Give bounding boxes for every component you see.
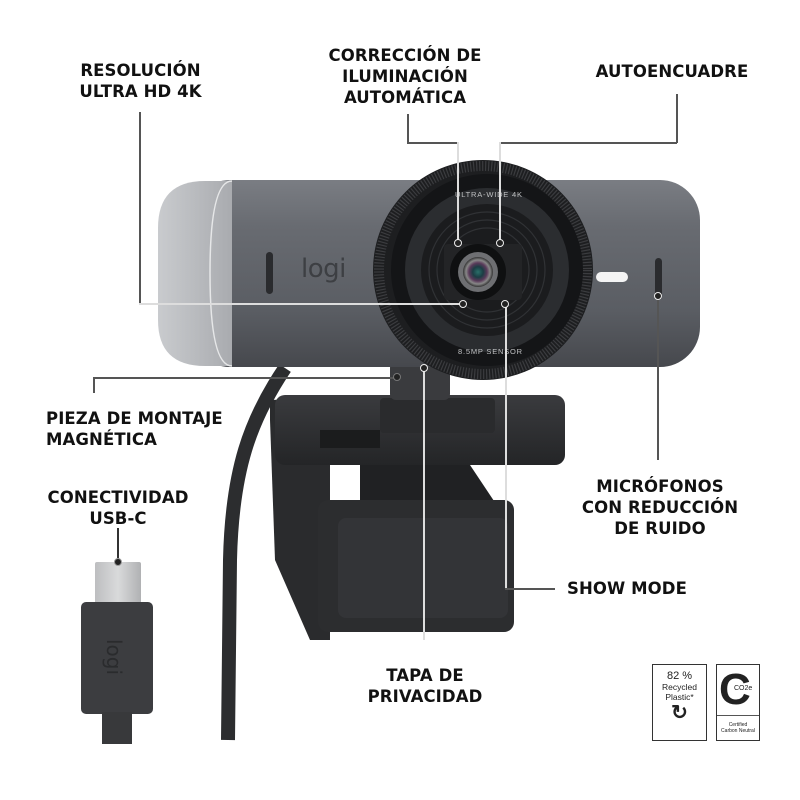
label-mount: PIEZA DE MONTAJE MAGNÉTICA	[46, 409, 223, 449]
callout-line-mount-h	[93, 377, 397, 379]
callout-dot-autoframe	[496, 239, 504, 247]
callout-line-lighting-v	[457, 142, 459, 242]
label-showmode: SHOW MODE	[567, 579, 687, 598]
lens-top-text: ULTRA-WIDE 4K	[455, 190, 523, 199]
callout-line-usb	[117, 528, 119, 562]
recycled-plastic-badge: 82 % Recycled Plastic* ↻	[652, 664, 707, 741]
callout-line-lighting	[407, 114, 409, 143]
callout-line-mics	[657, 297, 659, 460]
callout-dot-mics	[654, 292, 662, 300]
label-usb: CONECTIVIDAD USB-C	[47, 488, 189, 528]
recycle-icon: ↻	[671, 702, 688, 724]
usb-logo: logi	[102, 638, 127, 676]
callout-line-showmode-h	[505, 588, 555, 590]
callout-dot-resolution	[459, 300, 467, 308]
callout-line-autoframe-v	[499, 142, 501, 242]
callout-line-resolution	[139, 112, 141, 303]
callout-dot-showmode	[501, 300, 509, 308]
callout-dot-mount	[393, 373, 401, 381]
recycled-percent: 82 %	[666, 670, 693, 682]
callout-dot-lighting	[454, 239, 462, 247]
callout-line-privacy	[423, 368, 425, 640]
label-resolution: RESOLUCIÓN ULTRA HD 4K	[79, 61, 202, 101]
label-privacy: TAPA DE PRIVACIDAD	[367, 666, 483, 706]
callout-dot-usb	[114, 558, 122, 566]
callout-line-showmode	[505, 305, 507, 589]
co2-icon: C	[719, 665, 751, 714]
label-autoframe: AUTOENCUADRE	[595, 62, 749, 81]
carbon-neutral-badge: C CO2e Certified Carbon Neutral	[716, 664, 760, 741]
label-mics: MICRÓFONOS CON REDUCCIÓN DE RUIDO	[581, 477, 739, 538]
callout-line-mount	[93, 377, 95, 393]
callout-line-autoframe	[676, 94, 678, 143]
brand-logo: logi	[301, 254, 346, 284]
callout-line-resolution-h	[139, 303, 463, 305]
callout-dot-privacy	[420, 364, 428, 372]
label-lighting: CORRECCIÓN DE ILUMINACIÓN AUTOMÁTICA	[328, 46, 482, 107]
callout-line-lighting-h	[407, 142, 458, 144]
callout-line-autoframe-h	[500, 142, 677, 144]
lens-bottom-text: 8.5MP SENSOR	[458, 347, 523, 356]
